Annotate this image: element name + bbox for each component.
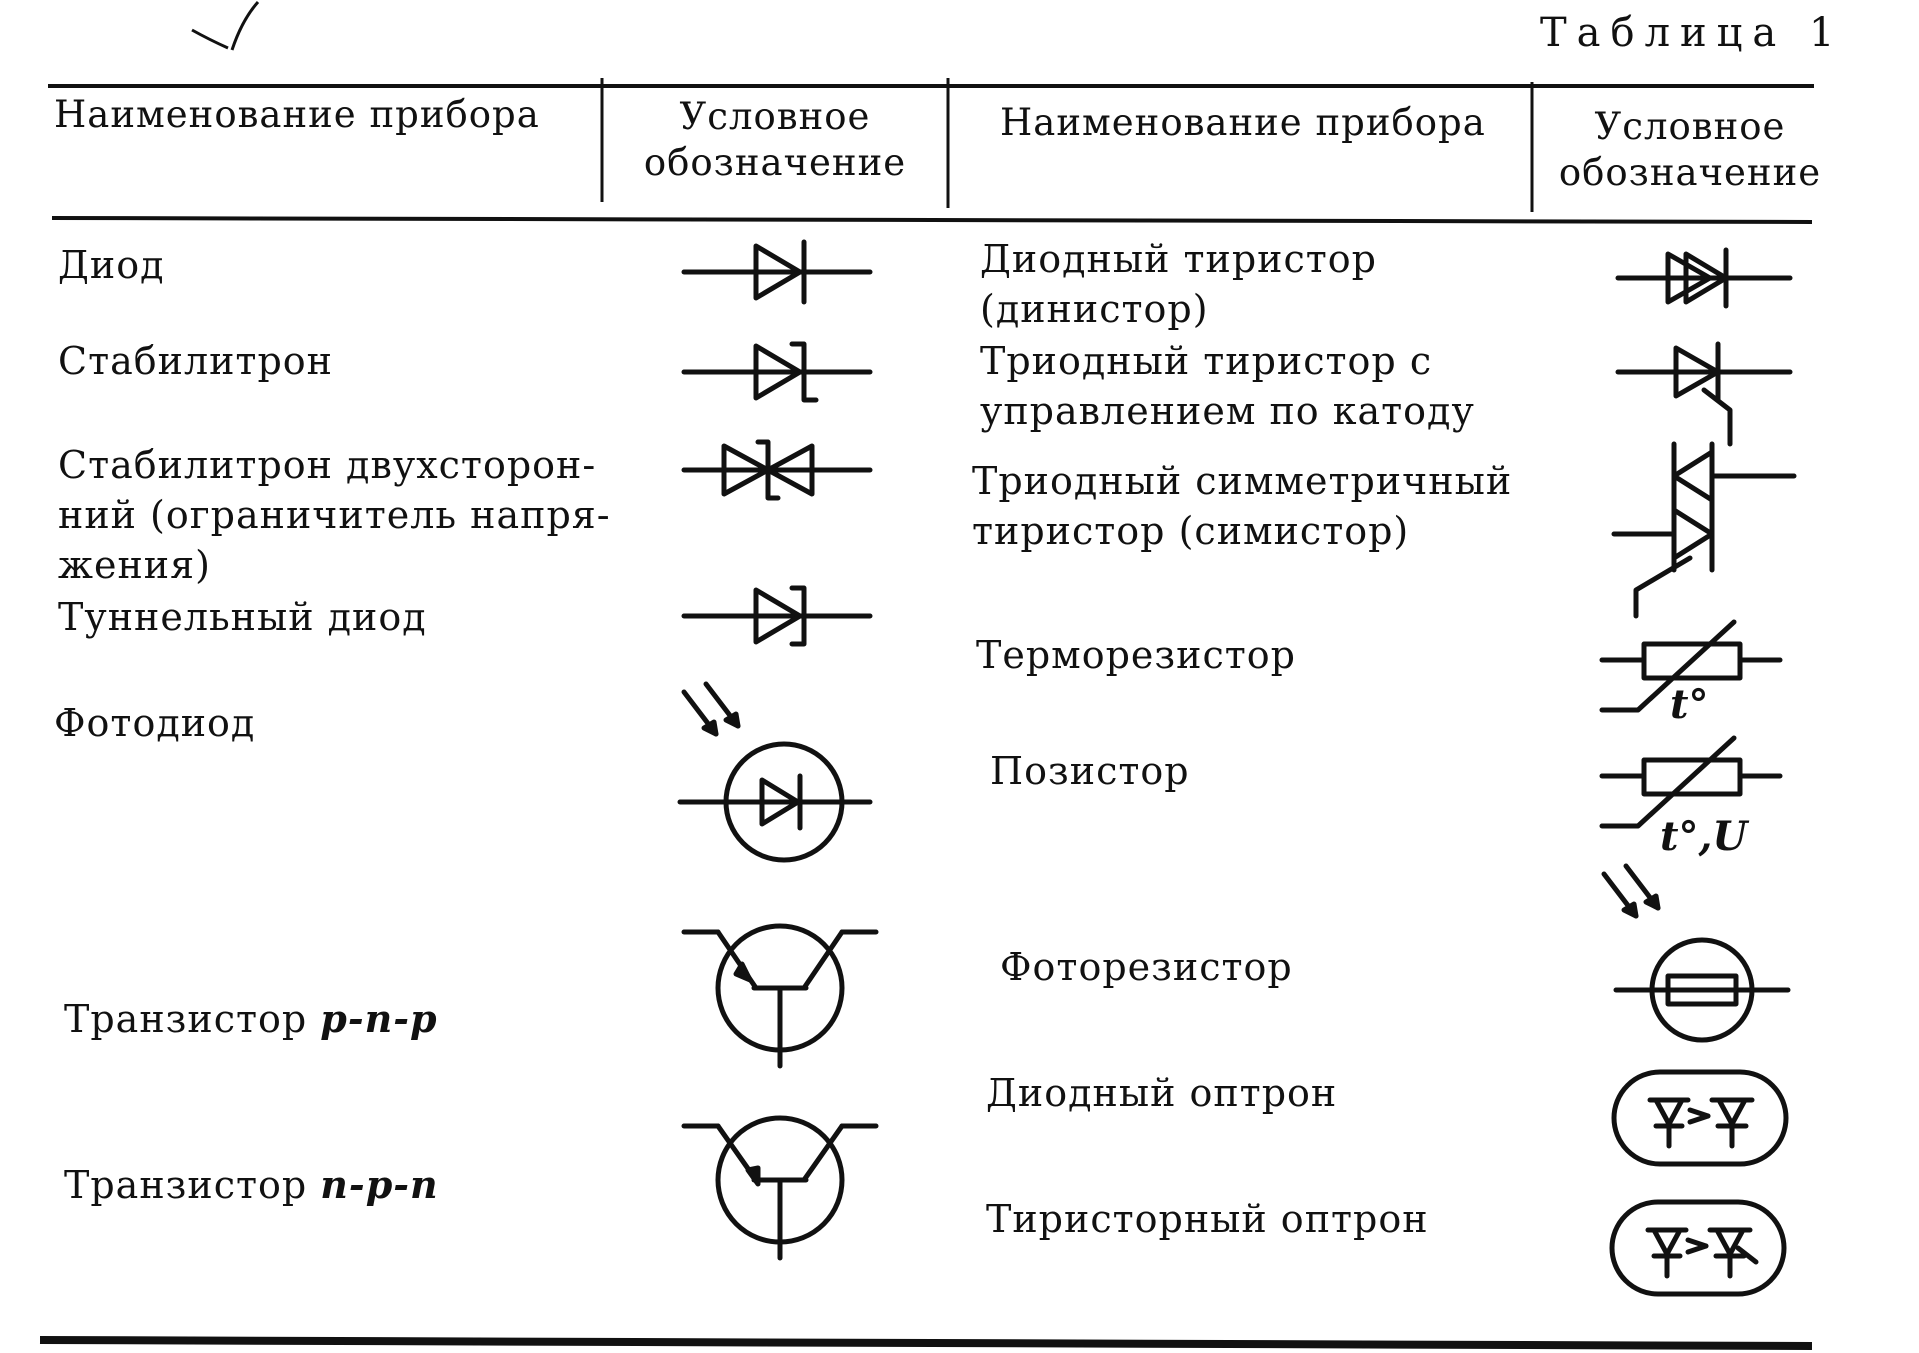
label-triac: Триодный симметричный тиристор (симистор… [972,459,1513,553]
tunnel-diode-symbol-icon [681,585,873,647]
photodiode-symbol-icon [677,681,873,863]
bidirectional-zener-symbol-icon [681,439,873,501]
header-symbol-right: Условное обозначение [1558,105,1822,194]
label-pnp-transistor: Транзистор p-n-p [64,944,438,1044]
label-thermistor: Терморезистор [976,633,1296,677]
label-photoresistor: Фоторезистор [1000,945,1293,989]
label-npn-prefix: Транзистор [64,1163,321,1207]
header-symbol-left: Условное обозначение [643,95,907,184]
label-pnp-type: p-n-p [320,996,438,1041]
label-npn-type: n-p-n [320,1162,439,1207]
cathode-thyristor-symbol-icon [1615,341,1793,447]
triac-symbol-icon [1611,441,1797,619]
table-caption: Таблица 1 [1540,10,1845,56]
npn-transistor-symbol-icon [681,1115,879,1261]
label-tunnel-diode: Туннельный диод [58,595,427,639]
thermistor-symbol-icon: t° [1599,619,1783,728]
label-photodiode: Фотодиод [54,701,256,745]
zener-diode-symbol-icon [681,341,873,403]
thermistor-symbol-text: t° [1670,681,1708,728]
label-npn-transistor: Транзистор n-p-n [64,1110,439,1210]
posistor-symbol-icon: t°,U [1599,735,1783,860]
header-name-left: Наименование прибора [54,93,540,136]
label-cathode-thyristor: Триодный тиристор с управлением по катод… [980,339,1475,433]
label-dinistor: Диодный тиристор (динистор) [980,237,1377,331]
thyristor-optocoupler-symbol-icon [1609,1199,1787,1297]
label-thyristor-optocoupler: Тиристорный оптрон [986,1197,1429,1241]
label-posistor: Позистор [990,749,1190,793]
pnp-transistor-symbol-icon [681,923,879,1069]
header-name-right: Наименование прибора [1000,101,1486,144]
label-diode-optocoupler: Диодный оптрон [986,1071,1338,1115]
label-pnp-prefix: Транзистор [64,997,321,1041]
dinistor-symbol-icon [1615,247,1793,309]
label-diode: Диод [58,243,165,287]
label-zener-diode: Стабилитрон [58,339,333,383]
diode-optocoupler-symbol-icon [1611,1069,1789,1167]
diode-symbol-icon [681,239,873,305]
photoresistor-symbol-icon [1601,863,1791,1043]
posistor-symbol-text: t°,U [1660,813,1749,860]
label-bidirectional-zener: Стабилитрон двухсторон- ний (ограничител… [58,443,611,587]
